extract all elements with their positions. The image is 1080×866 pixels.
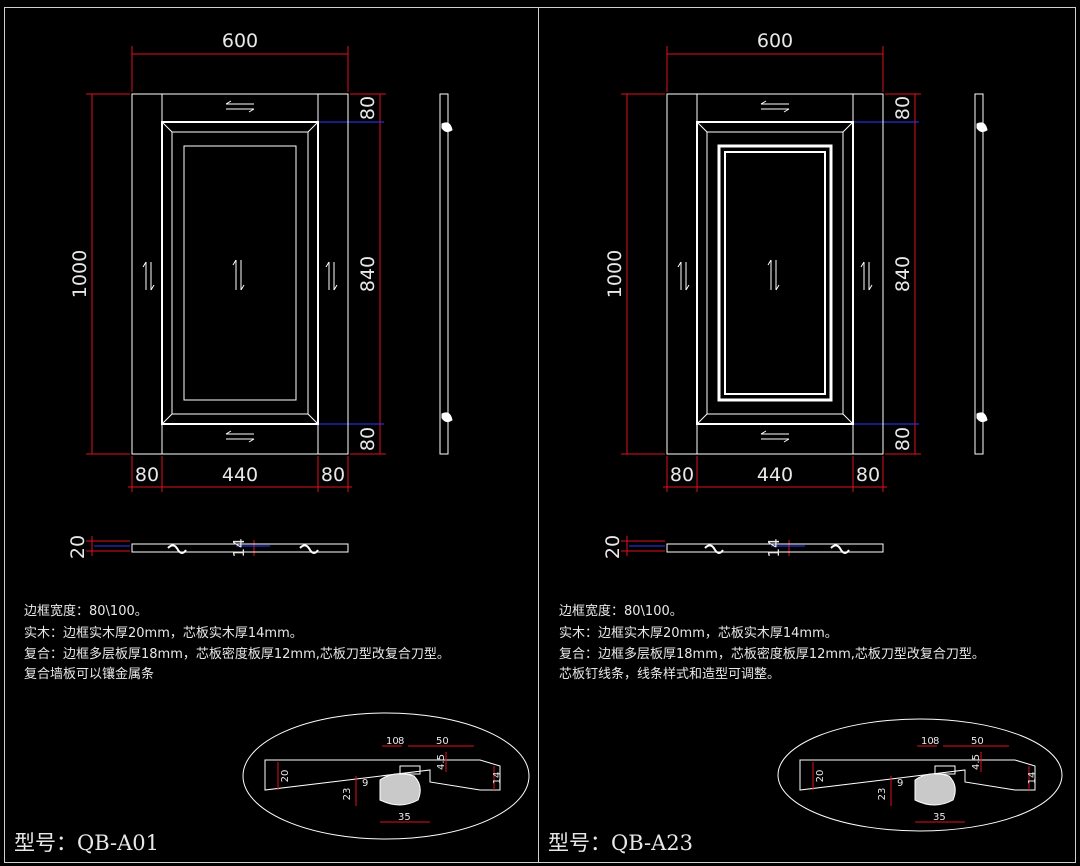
detail-dim-10: 10 [921,736,934,747]
detail-dim-14: 14 [492,772,503,785]
panel-qb-a23 [621,46,1063,832]
note-line-4: 芯板钉线条，线条样式和造型可调整。 [559,666,780,682]
dim-right-stile: 80 [856,464,880,486]
dim-core-width: 440 [222,464,258,486]
detail-dim-20: 20 [815,770,826,783]
profile-detail-callout [242,712,530,840]
detail-dim-9: 9 [362,778,368,789]
detail-dim-23: 23 [877,788,888,801]
dim-top-rail: 80 [892,96,914,120]
detail-dim-35: 35 [398,812,411,823]
side-profile [439,93,453,455]
dim-overall-width: 600 [757,30,793,52]
note-line-1: 边框宽度：80\100。 [24,603,148,619]
dim-overall-height: 1000 [604,250,626,298]
model-label: 型号：QB-A23 [548,831,693,855]
model-label: 型号：QB-A01 [14,831,159,855]
note-line-1: 边框宽度：80\100。 [559,603,683,619]
dim-section-core: 14 [765,538,783,557]
dim-core-width: 440 [757,464,793,486]
detail-dim-10: 10 [386,736,399,747]
detail-dim-50: 50 [971,736,984,747]
note-line-2: 实木：边框实木厚20mm，芯板实木厚14mm。 [559,626,838,641]
detail-dim-4-5: 4.5 [436,754,447,770]
sheet-frame [4,7,1076,863]
detail-dim-23: 23 [342,788,353,801]
dim-bottom-rail: 80 [892,427,914,451]
door-elevation [666,93,884,455]
detail-dim-8: 8 [933,736,939,747]
dimension-lines [621,46,921,556]
dim-left-stile: 80 [135,464,159,486]
dim-bottom-rail: 80 [357,427,379,451]
detail-dim-50: 50 [436,736,449,747]
dim-section-thickness: 20 [67,535,89,559]
dim-top-rail: 80 [357,96,379,120]
side-profile [974,93,988,455]
note-line-2: 实木：边框实木厚20mm，芯板实木厚14mm。 [24,626,303,641]
dim-left-stile: 80 [670,464,694,486]
leader-lines [629,121,919,547]
detail-dim-14: 14 [1027,772,1038,785]
dim-section-core: 14 [230,538,248,557]
section-view [666,543,884,554]
panel-qb-a01 [86,46,530,840]
leader-lines [94,121,384,547]
grain-arrows [142,100,338,443]
note-line-3: 复合：边框多层板厚18mm，芯板密度板厚12mm,芯板刀型改复合刀型。 [559,646,985,662]
note-line-4: 复合墙板可以镶金属条 [24,666,154,682]
section-view [131,543,349,554]
dimension-lines [86,46,386,556]
detail-dim-8: 8 [398,736,404,747]
dim-core-height: 840 [357,256,379,292]
grain-arrows [677,100,873,443]
detail-dim-20: 20 [280,770,291,783]
dim-core-height: 840 [892,256,914,292]
dim-right-stile: 80 [321,464,345,486]
profile-detail-callout [777,718,1063,832]
detail-dim-4-5: 4.5 [971,754,982,770]
detail-dim-9: 9 [897,778,903,789]
note-line-3: 复合：边框多层板厚18mm，芯板密度板厚12mm,芯板刀型改复合刀型。 [24,646,450,662]
dim-section-thickness: 20 [602,535,624,559]
dim-overall-height: 1000 [69,250,91,298]
detail-dim-35: 35 [933,812,946,823]
dim-overall-width: 600 [222,30,258,52]
door-elevation [131,93,349,455]
